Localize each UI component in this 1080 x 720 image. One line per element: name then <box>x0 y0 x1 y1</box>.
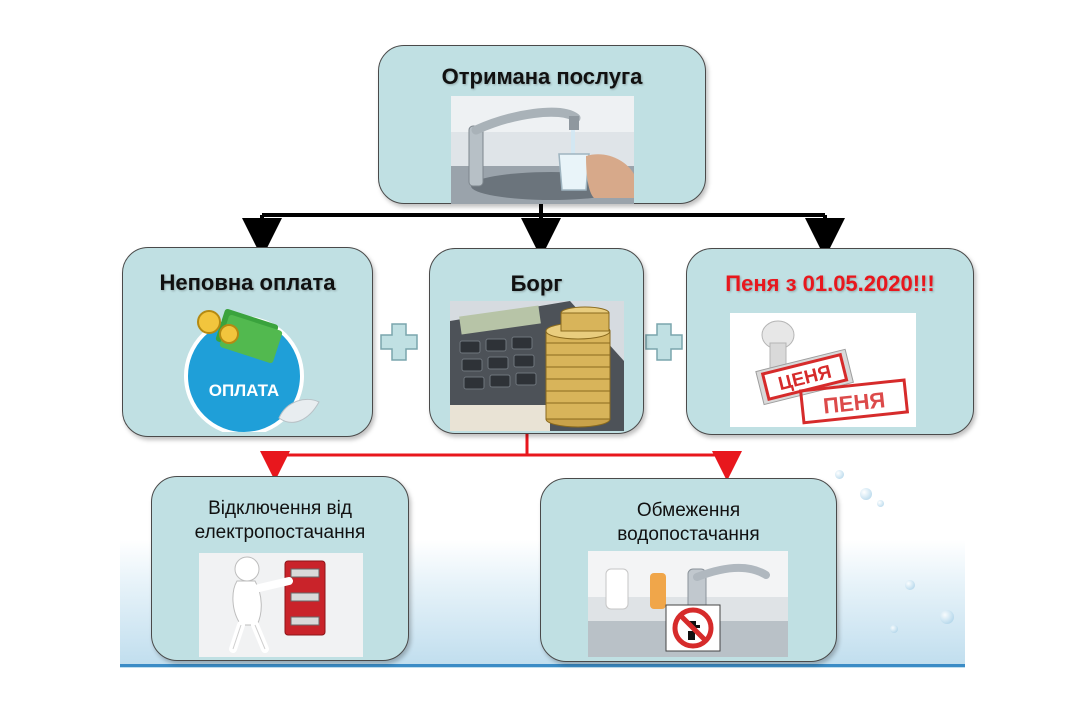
black-connectors <box>242 204 845 258</box>
badge-text: ОПЛАТА <box>209 381 279 400</box>
debt-node: Борг <box>429 248 644 434</box>
plus-signs <box>380 323 683 361</box>
water-bubble <box>905 580 915 590</box>
no-water-sign-icon <box>588 551 788 657</box>
red-connectors <box>260 434 742 481</box>
penalty-stamp-icon: ЦЕНЯ ПЕНЯ <box>730 313 916 427</box>
water-line <box>120 664 965 667</box>
partial-payment-node: Неповна оплата ОПЛАТА <box>122 247 373 437</box>
node-title-line1: Відключення від <box>208 498 352 519</box>
water-bubble <box>940 610 954 624</box>
water-tap-photo <box>451 96 634 204</box>
switch-man-icon <box>199 553 363 657</box>
water-bubble <box>890 625 898 633</box>
plus-icon <box>380 323 418 361</box>
node-title-line1: Обмеження <box>636 500 741 521</box>
calculator-coins-photo <box>450 301 624 431</box>
plus-icon <box>645 323 683 361</box>
payment-badge-icon: ОПЛАТА <box>171 306 321 432</box>
node-title-line2: електропостачання <box>194 522 366 543</box>
water-bubble <box>835 470 844 479</box>
water-restriction-node: Обмеження водопостачання <box>540 478 837 662</box>
electricity-disconnection-node: Відключення від електропостачання <box>151 476 409 661</box>
node-title: Борг <box>510 271 563 296</box>
water-bubble <box>860 488 872 500</box>
water-bubble <box>877 500 884 507</box>
node-title: Отримана послуга <box>441 64 643 89</box>
penalty-node: Пеня з 01.05.2020!!! ЦЕНЯ ПЕНЯ <box>686 248 974 435</box>
node-title-line2: водопостачання <box>617 524 760 545</box>
node-title: Пеня з 01.05.2020!!! <box>725 271 935 296</box>
received-service-node: Отримана послуга <box>378 45 706 204</box>
node-title: Неповна оплата <box>159 270 336 295</box>
